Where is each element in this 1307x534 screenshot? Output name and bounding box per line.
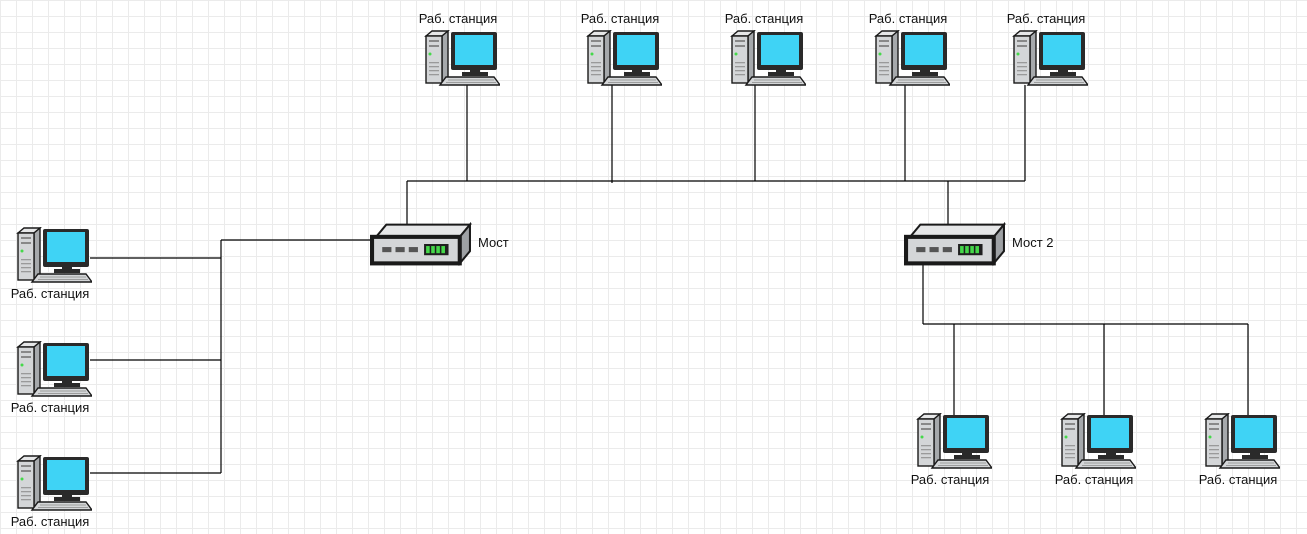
- workstation-top-4-label: Раб. станция: [868, 11, 948, 26]
- workstation-br-2-icon[interactable]: [1061, 413, 1136, 469]
- workstation-top-1-icon[interactable]: [425, 30, 500, 86]
- workstation-top-1-label: Раб. станция: [418, 11, 498, 26]
- workstation-top-5-icon[interactable]: [1013, 30, 1088, 86]
- workstation-br-3-label: Раб. станция: [1198, 472, 1278, 487]
- workstation-left-1-icon[interactable]: [17, 227, 92, 283]
- workstation-left-1-label: Раб. станция: [10, 286, 90, 301]
- network-wires: [90, 85, 1249, 474]
- workstation-left-3-icon[interactable]: [17, 455, 92, 511]
- workstation-br-3-icon[interactable]: [1205, 413, 1280, 469]
- workstation-br-1-label: Раб. станция: [910, 472, 990, 487]
- workstation-left-2-label: Раб. станция: [10, 400, 90, 415]
- workstation-top-2-label: Раб. станция: [580, 11, 660, 26]
- workstation-top-3-icon[interactable]: [731, 30, 806, 86]
- bridge-1-icon[interactable]: [372, 225, 470, 264]
- bridge-1-label: Мост: [478, 235, 509, 250]
- workstation-left-3-label: Раб. станция: [10, 514, 90, 529]
- workstation-left-2-icon[interactable]: [17, 341, 92, 397]
- bridge-2-label: Мост 2: [1012, 235, 1054, 250]
- workstation-top-4-icon[interactable]: [875, 30, 950, 86]
- bridge-2-icon[interactable]: [906, 225, 1004, 264]
- workstation-br-2-label: Раб. станция: [1054, 472, 1134, 487]
- workstation-top-5-label: Раб. станция: [1006, 11, 1086, 26]
- workstation-br-1-icon[interactable]: [917, 413, 992, 469]
- workstation-top-3-label: Раб. станция: [724, 11, 804, 26]
- workstation-top-2-icon[interactable]: [587, 30, 662, 86]
